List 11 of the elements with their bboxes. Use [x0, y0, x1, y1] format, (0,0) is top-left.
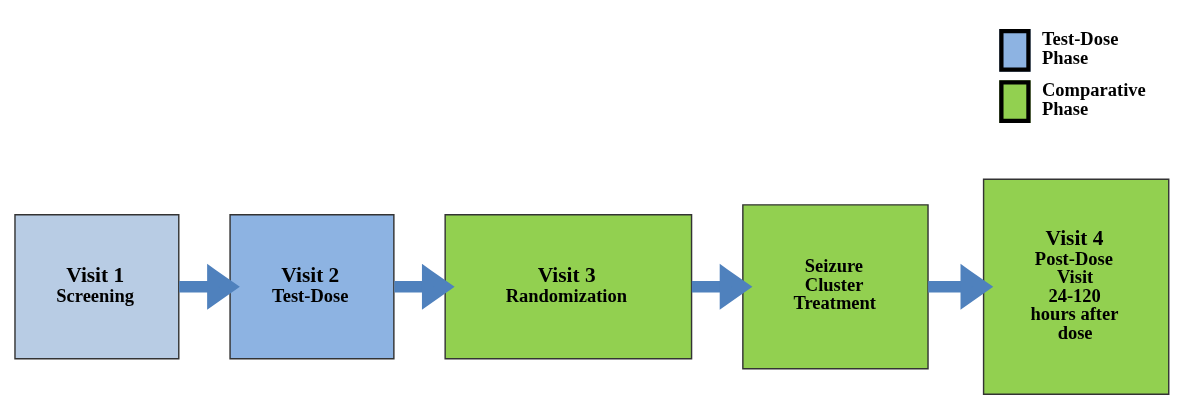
node-box: Visit 3 Randomization: [444, 214, 693, 360]
arrow: [179, 263, 240, 310]
arrow: [691, 263, 753, 310]
legend-label: Comparative Phase: [1041, 80, 1146, 119]
node-box: Visit 4 Post-Dose Visit 24-120 hours after dose: [982, 178, 1170, 395]
legend-label: Test-Dose Phase: [1041, 29, 1119, 68]
node-box: Seizure Cluster Treatment: [742, 204, 929, 370]
arrow: [928, 263, 994, 310]
node-box: Visit 1 Screening: [14, 214, 180, 360]
node-box: Visit 2 Test-Dose: [229, 214, 395, 360]
arrow: [394, 263, 455, 310]
